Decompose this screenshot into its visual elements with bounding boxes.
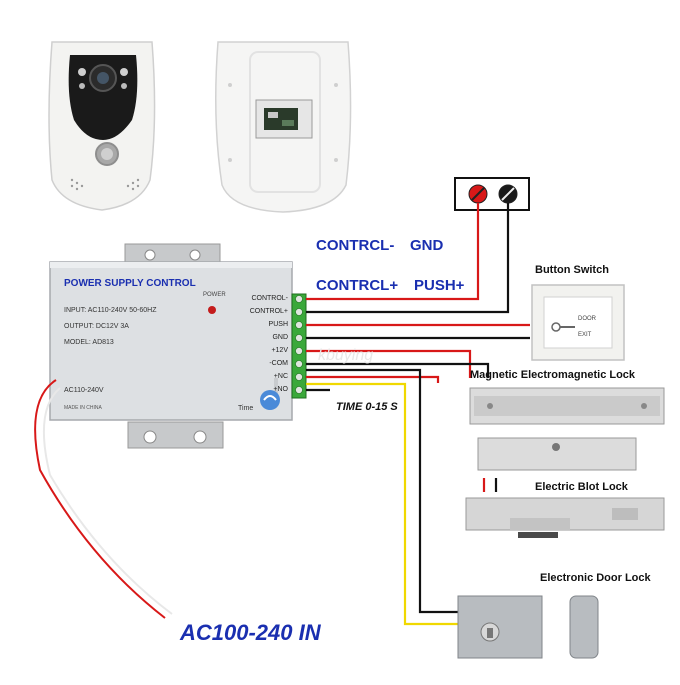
button-switch [531,284,625,361]
terminal-label: +NC [274,373,288,380]
wire-nc [306,375,440,383]
supply-time-label: Time [238,405,253,412]
terminal-label: PUSH [269,321,288,328]
supply-output: OUTPUT: DC12V 3A [64,323,129,330]
label-exit: EXIT [578,332,592,338]
terminal-label: GND [272,334,288,341]
doorbell-camera-front [48,41,156,211]
terminal-label: -COM [269,360,288,367]
label-contrcl-plus: CONTRCL+ [316,277,398,294]
label-push-plus: PUSH+ [414,277,465,294]
supply-title: POWER SUPPLY CONTROL [64,278,196,289]
terminal-label: CONTROL+ [250,308,288,315]
electric-bolt-lock [465,497,665,538]
supply-input: INPUT: AC110-240V 50-60HZ [64,307,157,314]
wire-no-yellow [306,382,458,626]
wire-12v [306,349,472,378]
terminal-label: +NO [273,386,288,393]
wire-com [306,362,490,378]
label-electric-bolt: Electric Blot Lock [535,481,629,493]
wire-ac-white [42,387,173,615]
label-contrcl-minus: CONTRCL- [316,237,394,254]
green-terminal-strip [291,293,307,399]
magnetic-lock [469,387,665,471]
supply-ac-label: AC110-240V [64,387,104,394]
wire-control-minus [306,203,480,301]
terminal-label: +12V [271,347,288,354]
label-magnetic-lock: Magnetic Electromagnetic Lock [470,369,636,381]
wire-nc-black [306,368,458,614]
terminal-labels: CONTROL- CONTROL+ PUSH GND +12V -COM +NC… [250,295,289,393]
terminal-label: CONTROL- [251,295,288,302]
wire-ac-red [34,379,166,619]
electronic-door-lock [457,595,599,659]
doorbell-camera-back [215,41,352,213]
label-door: DOOR [578,316,597,322]
label-gnd: GND [410,237,444,254]
label-watermark: kbuying [318,347,373,364]
supply-made-in: MADE IN CHINA [64,405,102,411]
top-terminal-block [454,177,530,211]
label-ac-in: AC100-240 IN [179,620,322,645]
wire-gnd-black [306,203,510,314]
supply-model: MODEL: AD813 [64,339,114,346]
wires [34,203,530,626]
label-electronic-door: Electronic Door Lock [540,572,652,584]
power-supply-box [49,243,293,449]
label-button-switch: Button Switch [535,264,609,276]
supply-power-label: POWER [203,292,226,298]
label-time-range: TIME 0-15 S [336,401,398,413]
